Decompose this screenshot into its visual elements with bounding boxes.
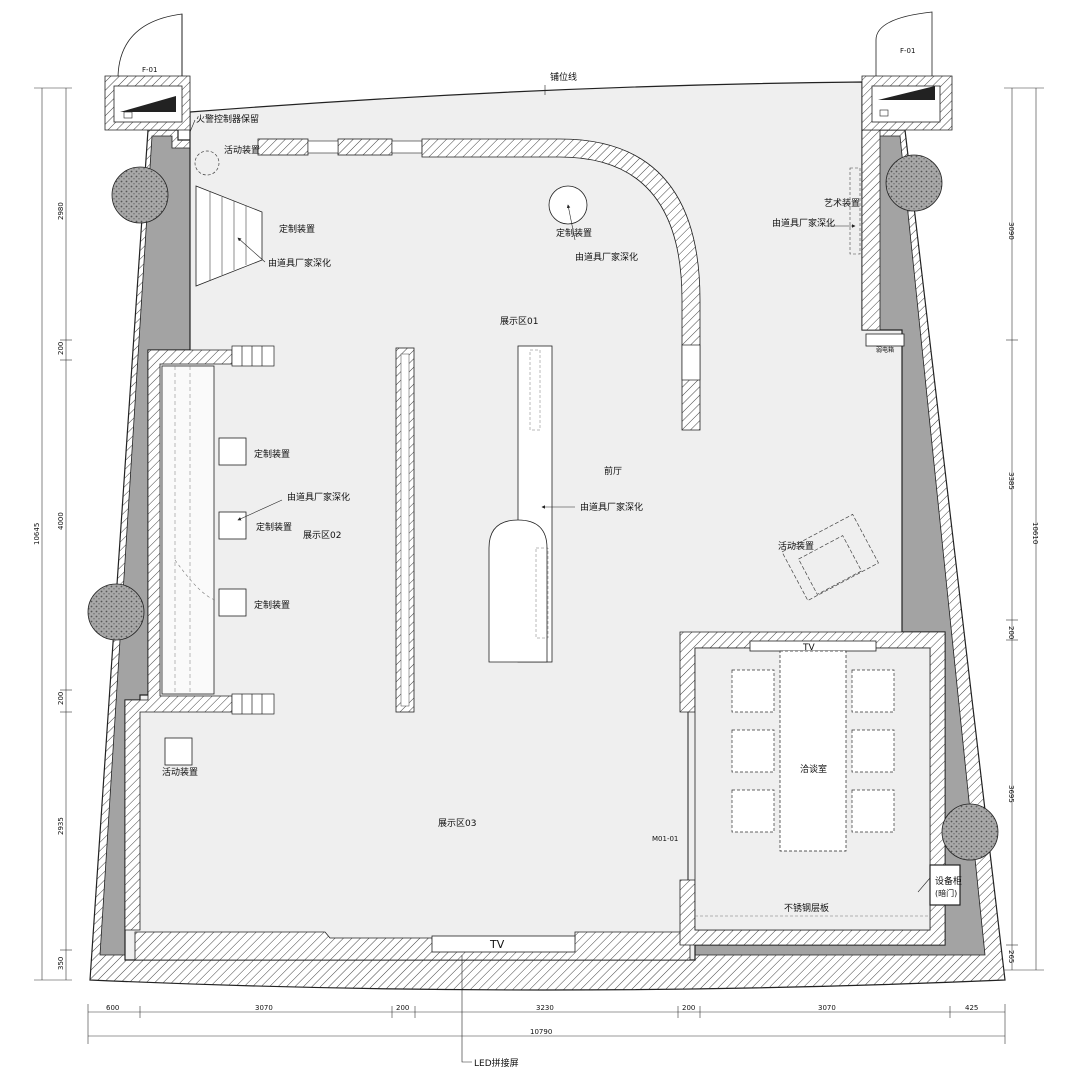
fire-alarm-marker (194, 150, 220, 176)
label-custom-3: 定制装置 (254, 599, 290, 611)
label-vendor-mid-left: 由道具厂家深化 (287, 491, 350, 503)
label-mobile-right: 活动装置 (778, 540, 814, 552)
dim-right-4: 3695 (1007, 785, 1015, 803)
label-custom-1: 定制装置 (254, 448, 290, 460)
dim-left-5: 2935 (57, 817, 65, 835)
curved-display-wall (421, 138, 701, 431)
label-door-right: F-01 (900, 47, 915, 55)
label-custom-2: 定制装置 (256, 521, 292, 533)
art-device (849, 167, 861, 255)
label-tv-meeting: TV (802, 643, 815, 653)
leader-lines (189, 85, 931, 1063)
custom-boxes (164, 437, 247, 766)
top-display-bars (257, 138, 393, 156)
dim-bottom-4: 3230 (536, 1004, 554, 1012)
mobile-device (781, 513, 879, 601)
dim-left-1: 2980 (57, 202, 65, 220)
dim-right-1: 3090 (1007, 222, 1015, 240)
label-mobile-top: 活动装置 (224, 144, 260, 156)
dim-bottom-2: 3070 (255, 1004, 273, 1012)
label-vendor-circle: 由道具厂家深化 (575, 251, 638, 263)
custom-stair (195, 185, 263, 287)
dim-left-total: 10645 (33, 523, 41, 545)
label-fire-alarm: 火警控制器保留 (196, 113, 259, 125)
label-equipment: 设备柜 (935, 875, 962, 887)
right-wall-strip (861, 129, 881, 331)
label-meeting-room: 洽谈室 (800, 763, 827, 775)
meeting-chairs (731, 669, 895, 833)
dim-bottom-7: 425 (965, 1004, 978, 1012)
bottom-tv (431, 935, 576, 953)
dim-right-2: 3385 (1007, 472, 1015, 490)
dim-right-total: 10610 (1031, 522, 1039, 544)
label-paving-line: 铺位线 (550, 71, 577, 83)
dim-left-6: 350 (57, 957, 65, 970)
dim-right-5: 265 (1007, 950, 1015, 963)
label-equipment-door: (暗门) (935, 888, 957, 898)
dim-bottom-6: 3070 (818, 1004, 836, 1012)
label-steel-shelf: 不锈钢层板 (784, 902, 829, 914)
label-vendor-center: 由道具厂家深化 (580, 501, 643, 513)
dim-left-4: 200 (57, 692, 65, 705)
dim-bottom-total: 10790 (530, 1028, 552, 1036)
label-tv-bottom: TV (489, 938, 505, 951)
label-door-left: F-01 (142, 66, 157, 74)
door-right (861, 11, 953, 131)
meeting-table (779, 650, 847, 852)
left-bay-stubs (231, 345, 275, 715)
dim-left-3: 4000 (57, 512, 65, 530)
label-door-m01: M01-01 (652, 835, 678, 843)
label-weak-box: 弱电箱 (876, 346, 894, 354)
dim-right-3: 200 (1007, 626, 1015, 639)
weak-box (865, 333, 905, 347)
label-vendor-top-left: 由道具厂家深化 (268, 257, 331, 269)
left-bay (161, 365, 215, 695)
label-zone-03: 展示区03 (438, 818, 476, 829)
dim-left-2: 200 (57, 342, 65, 355)
equipment-cabinet (929, 864, 961, 906)
label-zone-01: 展示区01 (500, 316, 538, 327)
arch-display (488, 519, 548, 663)
label-mobile-left: 活动装置 (162, 766, 198, 778)
label-lobby: 前厅 (604, 465, 622, 477)
label-art-device: 艺术装置 (824, 197, 860, 209)
trees (87, 154, 999, 861)
dimension-lines (34, 87, 1044, 1044)
door-left (104, 13, 191, 131)
label-led: LED拼接屏 (474, 1057, 519, 1069)
label-custom-circle: 定制装置 (556, 227, 592, 239)
label-vendor-right: 由道具厂家深化 (772, 217, 835, 229)
dim-bottom-3: 200 (396, 1004, 409, 1012)
dim-bottom-5: 200 (682, 1004, 695, 1012)
label-custom-top-left: 定制装置 (279, 223, 315, 235)
label-zone-02: 展示区02 (303, 530, 341, 541)
dim-bottom-1: 600 (106, 1004, 119, 1012)
